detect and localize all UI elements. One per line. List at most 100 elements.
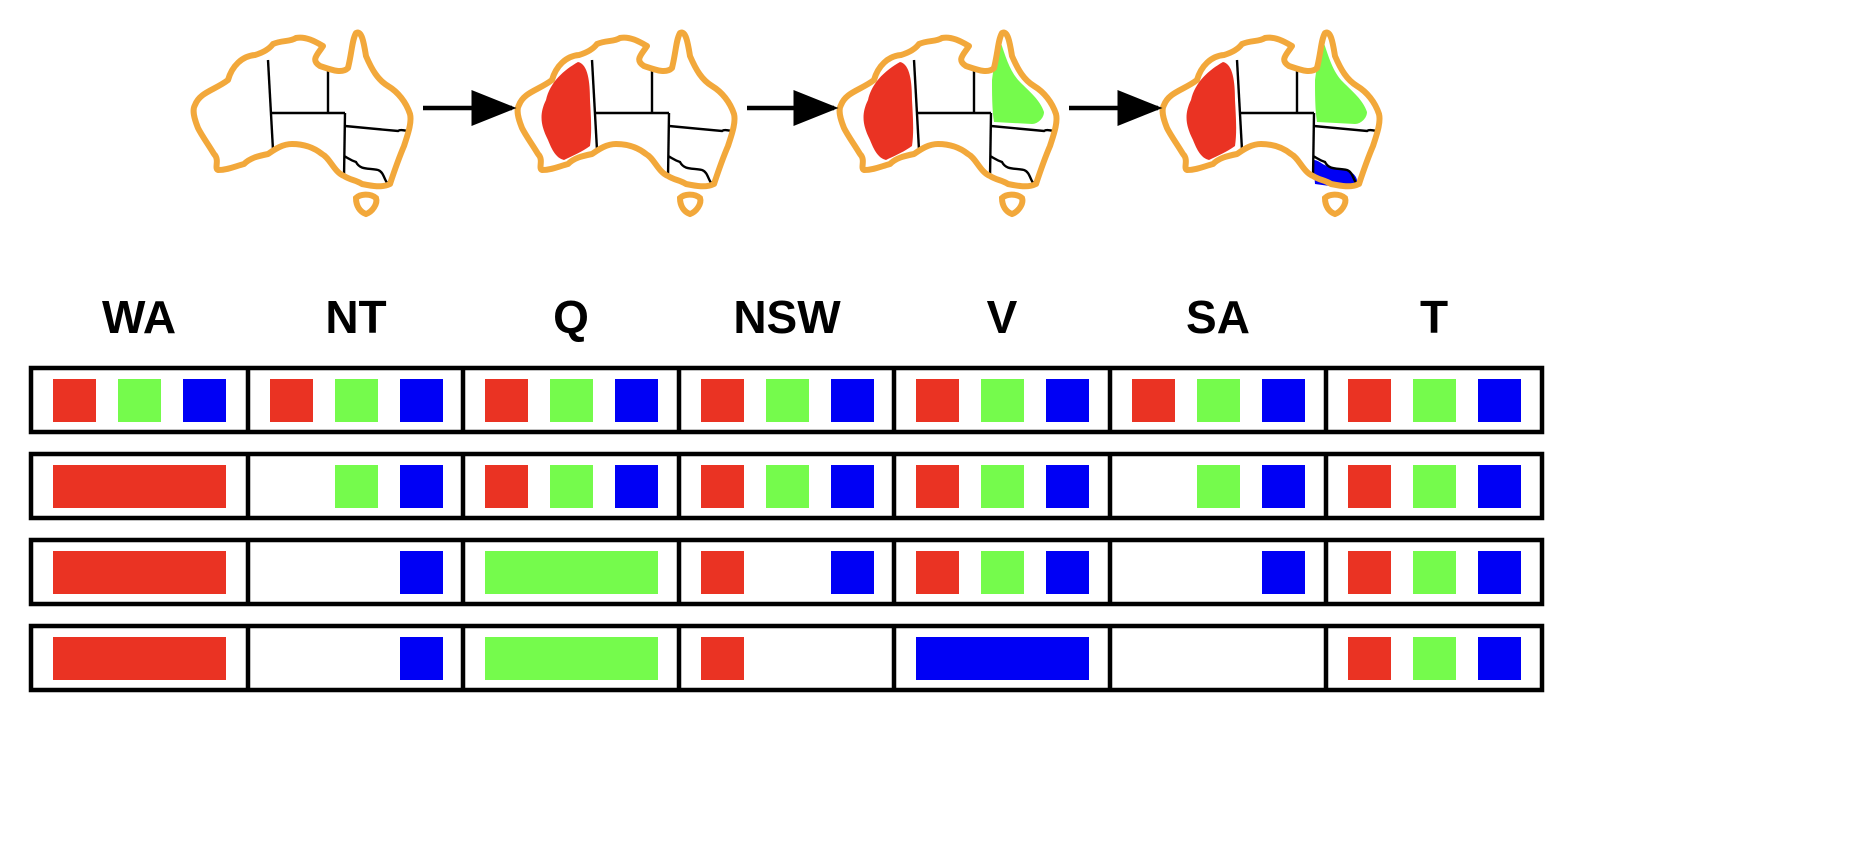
cell-wa: [53, 379, 226, 422]
blue-value-square: [615, 379, 658, 422]
green-value-square: [1197, 465, 1240, 508]
green-value-square: [335, 379, 378, 422]
red-value-square: [916, 551, 959, 594]
blue-value-square: [400, 551, 443, 594]
green-value-square: [981, 465, 1024, 508]
cell-v: [916, 637, 1089, 680]
row-frame: [28, 451, 1545, 521]
cell-nsw: [701, 637, 744, 680]
blue-value-square: [1478, 379, 1521, 422]
cell-v: [916, 465, 1089, 508]
cell-q: [485, 551, 658, 594]
blue-value-square: [1262, 379, 1305, 422]
state-border: [988, 112, 993, 179]
red-value-square: [916, 465, 959, 508]
green-value-square: [1197, 379, 1240, 422]
red-value-square: [701, 637, 744, 680]
column-label-nt: NT: [325, 291, 386, 343]
blue-value-square: [831, 551, 874, 594]
red-value-square: [1348, 465, 1391, 508]
red-value-square: [1348, 379, 1391, 422]
green-value-square: [981, 551, 1024, 594]
tasmania-outline: [352, 191, 380, 218]
blue-value-square: [1262, 465, 1305, 508]
blue-value-square: [1478, 637, 1521, 680]
state-border: [343, 154, 389, 185]
region-q-fill: [992, 40, 1044, 124]
green-value-square: [766, 465, 809, 508]
blue-value-square: [831, 465, 874, 508]
column-label-nsw: NSW: [733, 291, 841, 343]
blue-value-square: [400, 637, 443, 680]
red-value-square: [1348, 551, 1391, 594]
green-value-square: [335, 465, 378, 508]
domain-row-1: [28, 365, 1545, 435]
green-value-square: [550, 465, 593, 508]
domain-row-3: [28, 537, 1545, 607]
cell-sa: [1262, 551, 1305, 594]
mainland-outline: [836, 29, 1060, 190]
cell-q: [485, 465, 658, 508]
cell-t: [1348, 551, 1521, 594]
domain-table: [28, 365, 1545, 693]
assigned-green-bar: [485, 637, 658, 680]
assigned-red-bar: [53, 637, 226, 680]
cell-v: [916, 379, 1089, 422]
blue-value-square: [1478, 465, 1521, 508]
state-border: [912, 59, 921, 151]
green-value-square: [550, 379, 593, 422]
blue-value-square: [183, 379, 226, 422]
australia-map-1: [190, 29, 414, 218]
state-border: [1235, 59, 1244, 151]
cell-nt: [335, 465, 443, 508]
blue-value-square: [615, 465, 658, 508]
green-value-square: [981, 379, 1024, 422]
state-border: [1311, 112, 1316, 179]
state-border: [989, 154, 1035, 185]
cell-wa: [53, 551, 226, 594]
domain-row-4: [28, 623, 1545, 693]
cell-wa: [53, 465, 226, 508]
mainland-outline: [514, 29, 738, 190]
cell-t: [1348, 637, 1521, 680]
cell-q: [485, 637, 658, 680]
state-border: [1312, 154, 1358, 185]
cell-t: [1348, 379, 1521, 422]
region-wa-fill: [1186, 62, 1237, 160]
red-value-square: [485, 379, 528, 422]
blue-value-square: [1046, 551, 1089, 594]
blue-value-square: [1046, 465, 1089, 508]
cell-wa: [53, 637, 226, 680]
mainland: [193, 32, 411, 187]
red-value-square: [53, 379, 96, 422]
cell-t: [1348, 465, 1521, 508]
red-value-square: [701, 379, 744, 422]
red-value-square: [1348, 637, 1391, 680]
column-label-sa: SA: [1186, 291, 1250, 343]
row-frame: [28, 537, 1545, 607]
green-value-square: [766, 379, 809, 422]
green-value-square: [1413, 551, 1456, 594]
blue-value-square: [831, 379, 874, 422]
state-border: [667, 154, 713, 185]
row-frame: [28, 365, 1545, 435]
cell-nsw: [701, 379, 874, 422]
assigned-blue-bar: [916, 637, 1089, 680]
blue-value-square: [1478, 551, 1521, 594]
red-value-square: [270, 379, 313, 422]
state-border: [590, 59, 599, 151]
map-sequence: [190, 29, 1383, 218]
cell-nsw: [701, 465, 874, 508]
cell-nt: [270, 379, 443, 422]
column-label-v: V: [987, 291, 1018, 343]
tasmania-outline: [676, 191, 704, 218]
red-value-square: [1132, 379, 1175, 422]
green-value-square: [118, 379, 161, 422]
blue-value-square: [400, 379, 443, 422]
cell-q: [485, 379, 658, 422]
domain-row-2: [28, 451, 1545, 521]
green-value-square: [1413, 465, 1456, 508]
region-q-fill: [1315, 40, 1367, 124]
